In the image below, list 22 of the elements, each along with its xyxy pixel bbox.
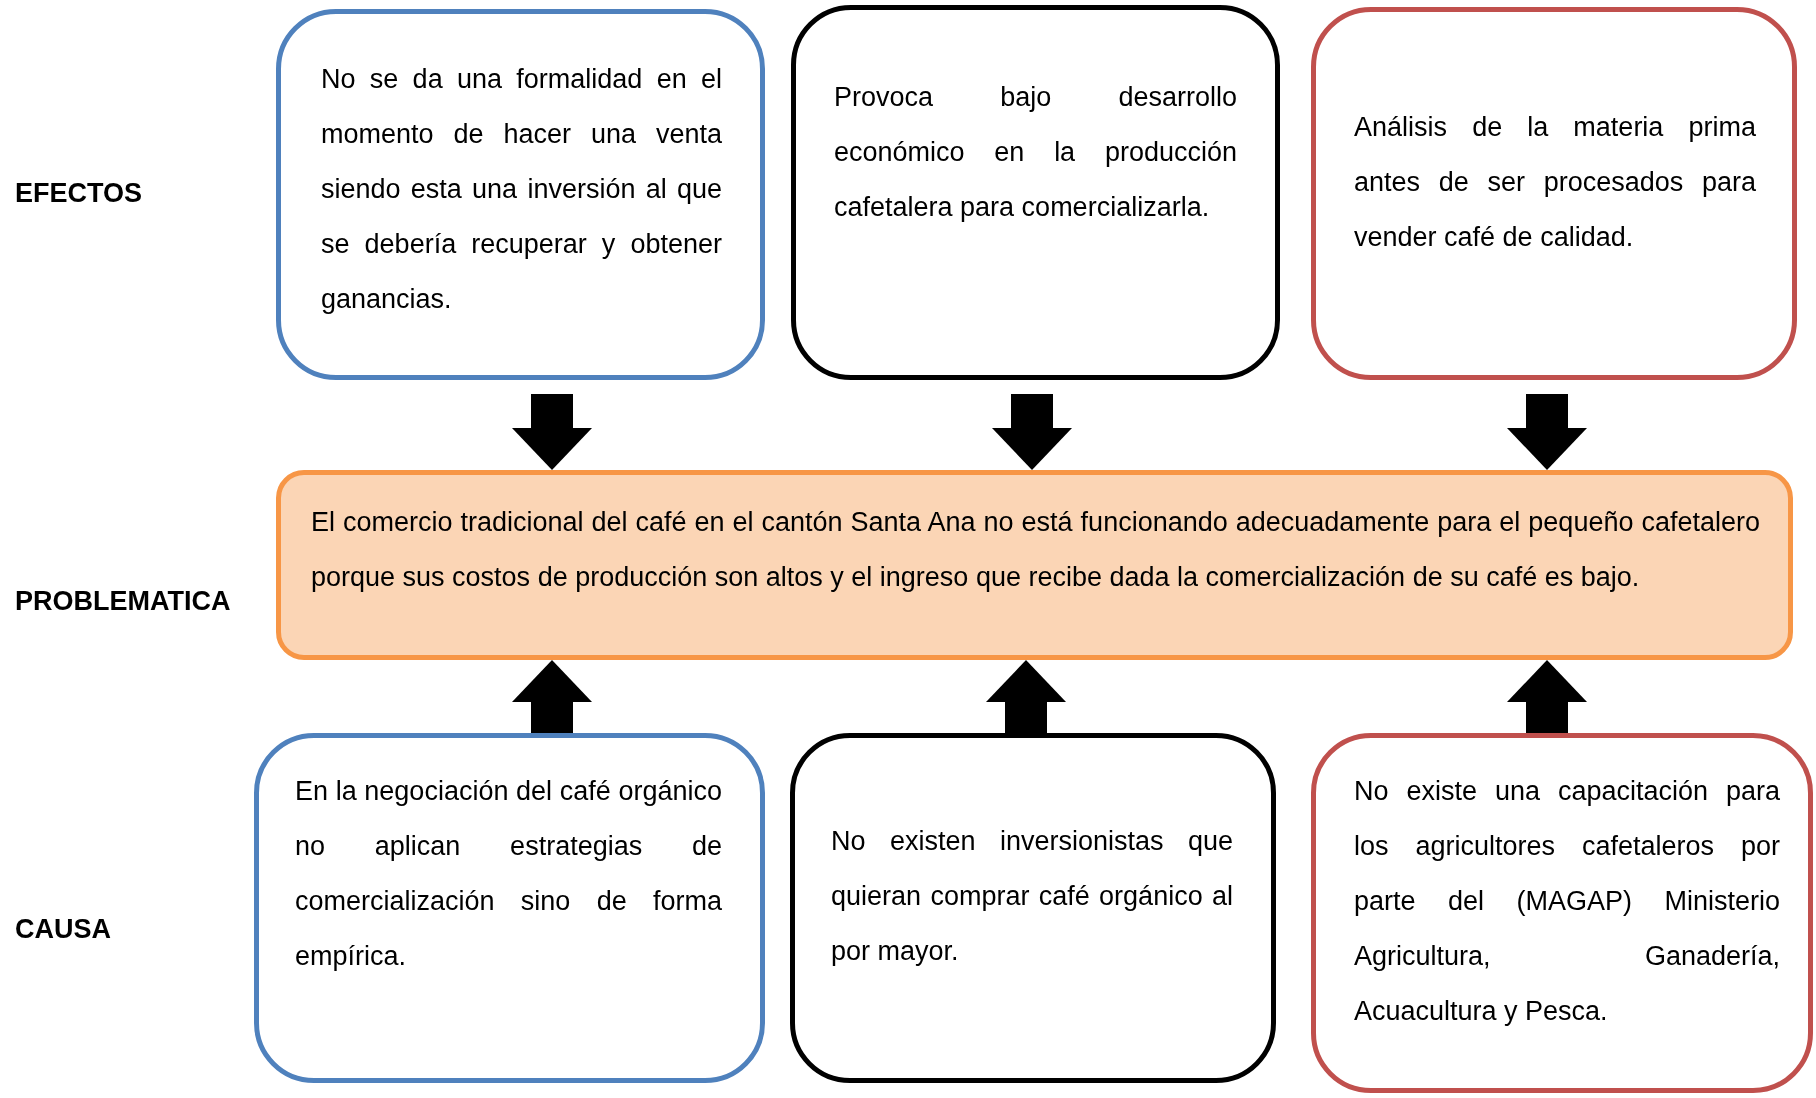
rounded-box: [791, 5, 1280, 380]
block-arrow: [1507, 394, 1587, 470]
block-arrow: [512, 660, 592, 733]
box-text: No se da una formalidad en el momento de hacer una venta siendo esta una inversión al que se debería recuperar y obtener ganancias.: [321, 63, 722, 316]
box-text: Provoca bajo desarrollo económico en la producción cafetalera para comercializarla.: [834, 81, 1237, 224]
rounded-box: [254, 733, 765, 1083]
block-arrow: [992, 394, 1072, 470]
rounded-box: [1311, 733, 1813, 1093]
problem-box: [276, 470, 1793, 660]
box-text: No existe una capacitación para los agricultores cafetaleros por parte del (MAGAP) Ministerio Agricultura, Ganadería, Acuacultura y Pesca.: [1354, 775, 1780, 1028]
row-label: EFECTOS: [15, 178, 143, 209]
block-arrow: [1507, 660, 1587, 733]
rounded-box: [1311, 7, 1797, 380]
block-arrow: [512, 394, 592, 470]
row-label: CAUSA: [15, 914, 111, 945]
rounded-box: [276, 9, 765, 380]
box-text: El comercio tradicional del café en el cantón Santa Ana no está funcionando adecuadamente para el pequeño cafetalero porque sus costos de producción son altos y el ingreso que recibe dada la comercialización de su café es bajo.: [311, 506, 1760, 594]
box-text: No existen inversionistas que quieran comprar café orgánico al por mayor.: [831, 825, 1233, 968]
box-text: En la negociación del café orgánico no aplican estrategias de comercialización sino de forma empírica.: [295, 775, 722, 973]
row-label: PROBLEMATICA: [15, 586, 231, 617]
rounded-box: [790, 733, 1276, 1083]
box-text: Análisis de la materia prima antes de ser procesados para vender café de calidad.: [1354, 111, 1756, 254]
